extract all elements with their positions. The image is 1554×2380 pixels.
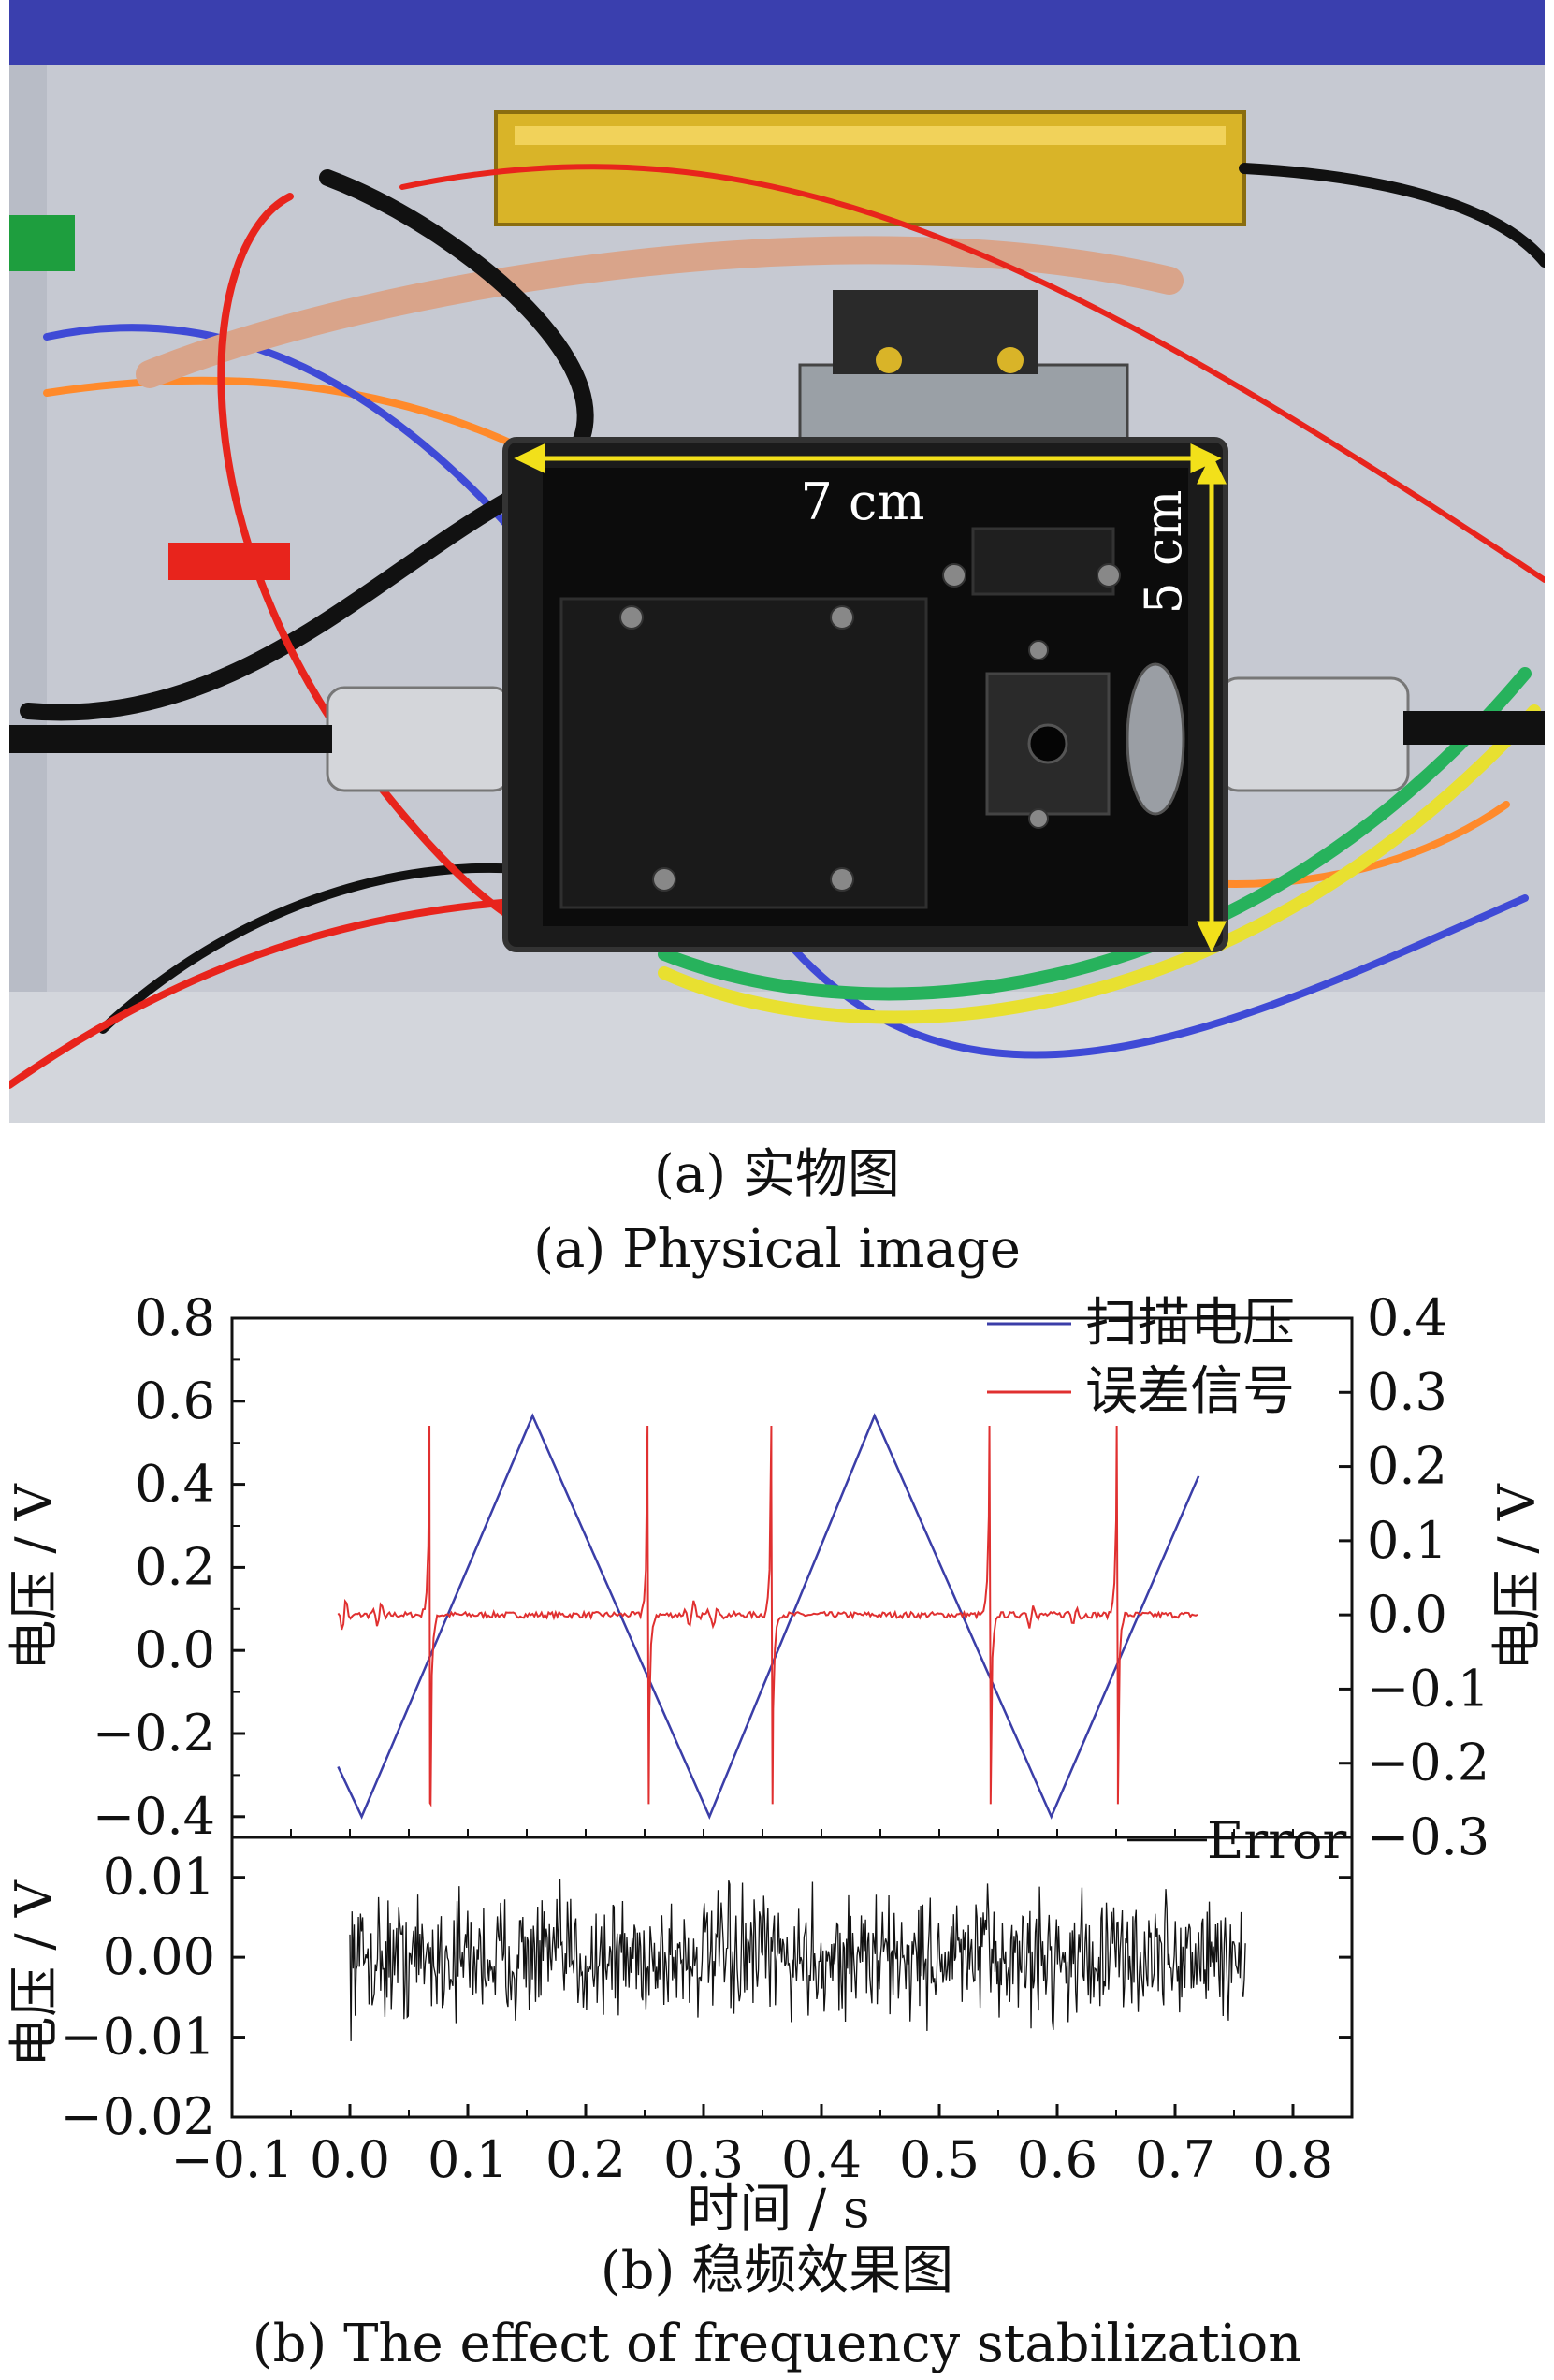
top-right-tick-label: 0.1 — [1367, 1511, 1447, 1570]
top-legend: 扫描电压 误差信号 — [987, 1293, 1295, 1422]
bottom-x-tick-label: 0.1 — [428, 2130, 508, 2189]
top-ylabel-left: 电压 / V — [5, 1483, 64, 1671]
wire-copper — [136, 236, 1184, 388]
top-left-tick-label: −0.4 — [93, 1787, 215, 1846]
lens — [1027, 723, 1068, 764]
bottom-x-tick-label: 0.5 — [899, 2130, 980, 2189]
frequency-stabilization-chart: −0.4−0.20.00.20.40.60.8 −0.3−0.2−0.10.00… — [5, 1288, 1547, 2240]
height-label: 5 cm — [1134, 490, 1193, 615]
bottom-legend: Error — [1127, 1811, 1347, 1870]
fiber-right — [1403, 711, 1545, 745]
sma-pin-2 — [997, 347, 1024, 373]
fiber-left — [9, 725, 332, 753]
top-left-tick-label: 0.6 — [135, 1371, 215, 1430]
caption-a-en: (a) Physical image — [533, 1219, 1021, 1280]
width-label: 7 cm — [801, 472, 925, 531]
red-heatshrink — [168, 543, 290, 580]
bottom-x-ticks: −0.1 0.0 0.1 0.2 0.3 0.4 0.5 0.6 0.7 0.8 — [170, 2104, 1353, 2189]
collimator-left — [326, 686, 512, 792]
bottom-x-tick-label: −0.1 — [170, 2130, 293, 2189]
top-left-tick-label: 0.8 — [135, 1288, 215, 1347]
bottom-panel: −0.02 −0.01 0.00 0.01 −0.1 0.0 0.1 0.2 0.3 0.4 0.… — [5, 1811, 1354, 2240]
caption-b-en: (b) The effect of frequency stabilizatio… — [252, 2314, 1302, 2374]
bottom-x-tick-label: 0.8 — [1253, 2130, 1333, 2189]
blue-cloth — [9, 0, 1545, 65]
wire-red-2 — [399, 164, 1545, 583]
bottom-ylabel: 电压 / V — [5, 1879, 64, 2068]
collimator-right — [1219, 676, 1410, 792]
legend-error-noise-label: Error — [1207, 1811, 1347, 1870]
bottom-x-tick-label: 0.3 — [663, 2130, 744, 2189]
caption-a-cn: (a) 实物图 — [654, 1144, 900, 1205]
bottom-x-tick-label: 0.0 — [310, 2130, 390, 2189]
error-noise-line — [349, 1879, 1246, 2041]
bottom-x-tick-label: 0.4 — [781, 2130, 862, 2189]
screws — [619, 563, 1121, 892]
scan-voltage-line — [337, 1413, 1200, 1820]
green-connector — [9, 215, 75, 271]
top-right-tick-label: 0.2 — [1367, 1437, 1447, 1496]
wire-black-2 — [1239, 163, 1545, 268]
bottom-y-tick-label: −0.02 — [61, 2087, 215, 2146]
top-right-tick-label: −0.2 — [1367, 1734, 1489, 1792]
top-right-tick-label: 0.4 — [1367, 1288, 1447, 1347]
bottom-y-tick-label: −0.01 — [61, 2008, 215, 2067]
legend-error-label: 误差信号 — [1085, 1361, 1295, 1422]
bottom-y-ticks: −0.02 −0.01 0.00 0.01 — [61, 1848, 1352, 2146]
top-right-tick-label: 0.3 — [1367, 1362, 1447, 1421]
wire-yellow — [658, 704, 1541, 1024]
top-right-tick-label: −0.1 — [1367, 1659, 1489, 1718]
bottom-panel-frame — [230, 1836, 1354, 2119]
error-signal-line — [337, 1425, 1198, 1807]
top-left-tick-label: −0.2 — [93, 1704, 215, 1763]
top-right-tick-label: 0.0 — [1367, 1585, 1447, 1644]
gold-module-highlight — [515, 126, 1226, 145]
top-ylabel-right: 电压 / V — [1488, 1483, 1547, 1671]
legend-scan-label: 扫描电压 — [1085, 1293, 1295, 1354]
bottom-xlabel: 时间 / s — [687, 2179, 869, 2240]
sensor-block — [971, 527, 1115, 596]
top-left-tick-label: 0.4 — [135, 1455, 215, 1514]
pzt-mount — [559, 597, 928, 909]
bottom-x-tick-label: 0.2 — [545, 2130, 626, 2189]
top-left-tick-label: 0.0 — [135, 1620, 215, 1679]
pcb-connector — [798, 363, 1129, 442]
bottom-x-tick-label: 0.6 — [1017, 2130, 1097, 2189]
lens-ring — [1126, 662, 1185, 816]
physical-image: 7 cm 5 cm — [9, 0, 1545, 1123]
top-left-ticks: −0.4 −0.2 0.0 0.2 0.4 0.6 0.8 — [93, 1288, 245, 1846]
bottom-y-tick-label: 0.00 — [103, 1927, 215, 1986]
top-left-tick-label: 0.2 — [135, 1537, 215, 1596]
bottom-y-tick-label: 0.01 — [103, 1848, 215, 1907]
wire-green — [658, 667, 1532, 1001]
top-panel: −0.4 −0.2 0.0 0.2 0.4 0.6 0.8 −0.3 −0.2 −0.1 0.0 0… — [5, 1288, 1547, 1866]
top-right-ticks: −0.3 −0.2 −0.1 0.0 0.1 0.2 0.3 0.4 — [1339, 1288, 1489, 1866]
dimension-arrows — [514, 443, 1227, 952]
bottom-x-tick-label: 0.7 — [1135, 2130, 1215, 2189]
sma-pin-1 — [876, 347, 902, 373]
caption-b-cn: (b) 稳频效果图 — [600, 2241, 954, 2301]
top-right-tick-label: −0.3 — [1367, 1807, 1489, 1866]
